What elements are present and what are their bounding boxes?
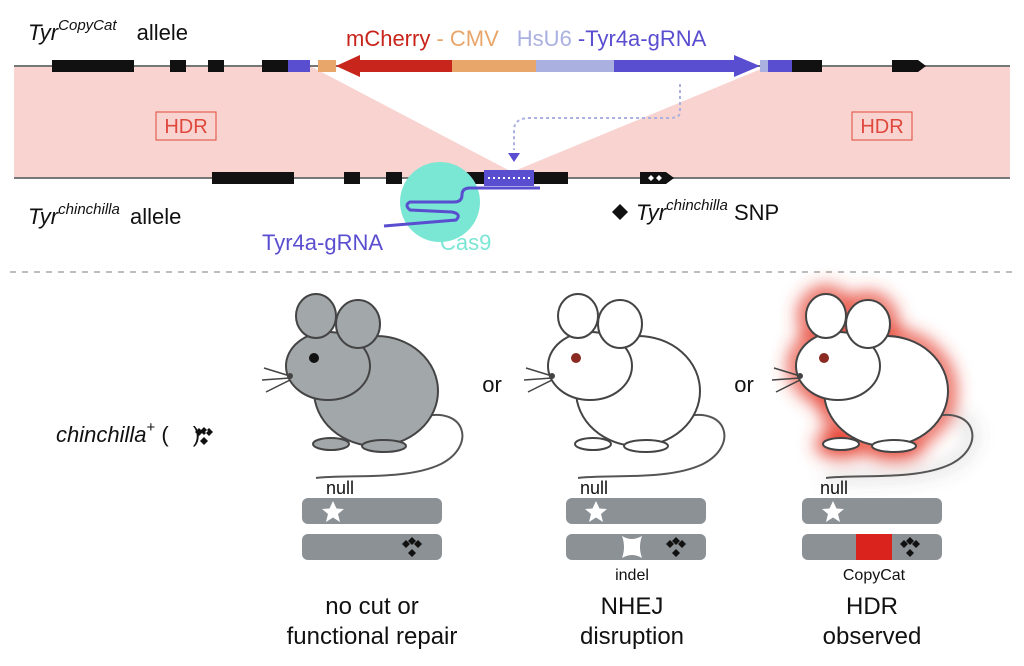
cas9-label: Cas9 (440, 230, 491, 255)
caption-line-2: disruption (580, 623, 684, 650)
hdr-left-label: HDR (164, 116, 207, 138)
exon-block (792, 60, 822, 72)
exon-block (212, 172, 294, 184)
copycat-insert (856, 534, 892, 560)
null-label: null (820, 478, 848, 498)
copycat-allele-label: TyrCopyCat allele (28, 17, 188, 45)
snp-diamond-icon (648, 175, 662, 181)
caption-line-2: functional repair (287, 623, 458, 650)
snp-label: Tyrchinchilla SNP (636, 197, 779, 225)
cmv-promoter (452, 60, 536, 72)
grna-arrow (614, 55, 760, 77)
hdr-left-box (155, 111, 217, 141)
star-icon (585, 501, 607, 522)
caption-line-1: HDR (846, 593, 898, 620)
cmv-segment (318, 60, 336, 72)
chromosome-null (302, 498, 442, 524)
star-icon (322, 501, 344, 522)
outcome-panel-2: null indel NHEJ disruption (566, 478, 706, 650)
exon-block (534, 172, 568, 184)
or-label-1: or (482, 372, 502, 397)
chromosome-null (802, 498, 942, 524)
chinchilla-allele-label: Tyrchinchilla allele (28, 201, 181, 229)
exon-block (386, 172, 402, 184)
chromosome-null (566, 498, 706, 524)
hsu6-promoter (536, 60, 614, 72)
exon-block (262, 60, 290, 72)
snp-diamond-cluster-icon (612, 204, 628, 220)
mouse-grey (261, 293, 464, 479)
caption-line-1: NHEJ (601, 593, 664, 620)
cut-site-marker (508, 153, 520, 162)
insertion-wedge (310, 66, 768, 172)
grna-expression-path (513, 84, 681, 150)
outcome-panel-1: null no cut or functional repair (287, 478, 458, 650)
chromosome-chinchilla (302, 534, 442, 560)
cassette-end (760, 60, 768, 72)
snp-diamond-icon (900, 537, 920, 557)
genotype-diamond-icon (195, 427, 213, 445)
snp-diamond-icon (402, 537, 422, 557)
null-label: null (326, 478, 354, 498)
exon-block (170, 60, 186, 72)
bottom-outcomes-section: chinchilla+ (): or or (56, 294, 972, 650)
outcome-panel-3: null CopyCat HDR observed (802, 478, 942, 650)
caption-line-2: observed (823, 623, 922, 650)
exon-arrow (892, 60, 926, 72)
homology-arm-left (288, 60, 310, 72)
exon-block (208, 60, 224, 72)
homology-arm-right (768, 60, 792, 72)
star-icon (822, 501, 844, 522)
hdr-right-label: HDR (860, 116, 903, 138)
hdr-right-box (851, 111, 913, 141)
top-gene-section: HDR HDR TyrCopyCat allele Tyrchinchilla … (14, 17, 1010, 255)
or-label-2: or (734, 372, 754, 397)
null-label: null (580, 478, 608, 498)
snp-diamond-icon (666, 537, 686, 557)
mcherry-arrow (336, 55, 452, 77)
genotype-label: chinchilla+ (): (56, 419, 206, 447)
indel-label: indel (615, 567, 649, 584)
caption-line-1: no cut or (325, 593, 418, 620)
mouse-white (523, 293, 726, 479)
indel-mark (622, 536, 642, 558)
exon-block (52, 60, 134, 72)
grna-label: Tyr4a-gRNA (262, 230, 383, 255)
copycat-label: CopyCat (843, 567, 906, 584)
exon-block (344, 172, 360, 184)
mouse-fluorescent (771, 294, 972, 478)
grna-strand (383, 186, 540, 228)
